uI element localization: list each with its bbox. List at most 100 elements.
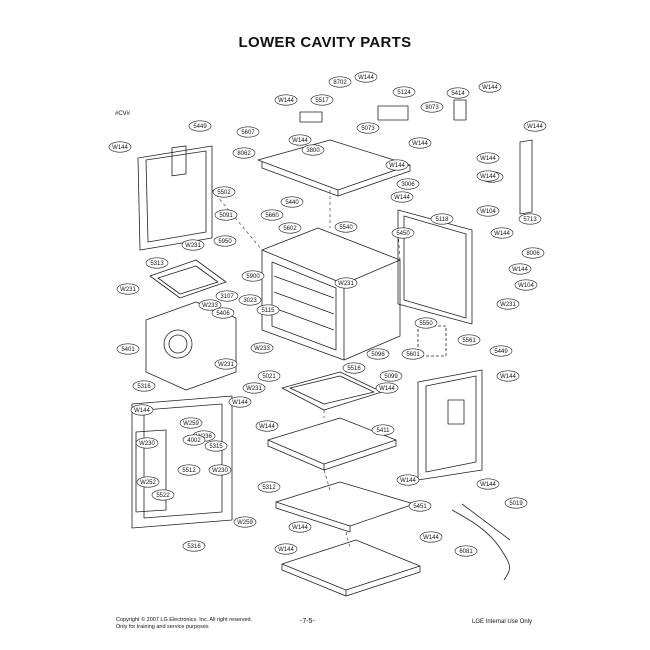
callout-bubble [496,298,520,310]
callout-5021: 5021 [257,370,281,382]
callout-w233: W233 [198,299,222,311]
callout-label: W230 [212,468,228,474]
callout-label: 5406 [216,311,230,317]
callout-w230: W230 [208,464,232,476]
callout-bubble [188,120,212,132]
front-frame [131,395,233,529]
callout-bubble [396,474,420,486]
callout-label: W104 [480,209,496,215]
callout-label: W144 [423,535,439,541]
callout-label: W144 [278,98,294,104]
callout-bubble [214,358,238,370]
callout-bubble [181,239,205,251]
callout-label: 5411 [377,428,391,434]
rear-panel [145,301,237,391]
callout-bubble [280,196,304,208]
callout-label: 5401 [121,347,135,353]
callout-bubble [420,101,444,113]
callout-w144: W144 [288,134,312,146]
callout-label: W144 [400,478,416,484]
callout-bubble [375,382,399,394]
callout-label: W233 [254,346,270,352]
callout-label: 5517 [315,98,329,104]
callout-5449: 5449 [188,120,212,132]
callout-w252: W252 [136,476,160,488]
callout-bubble [354,71,378,83]
callout-bubble [132,380,156,392]
callout-label: W144 [232,400,248,406]
callout-5713: 5713 [518,213,542,225]
callout-label: 5313 [150,261,164,267]
callout-5313: 5313 [145,257,169,269]
callout-bubble [521,247,545,259]
callout-label: W144 [389,163,405,169]
callout-label: 5450 [396,231,410,237]
callout-3800: 3800 [301,144,325,156]
callout-label: 5096 [371,352,385,358]
page-title: LOWER CAVITY PARTS [238,34,412,51]
callout-bubble [260,209,284,221]
callout-label: 5115 [262,308,276,314]
callout-bubble [310,94,334,106]
callout-bubble [356,122,380,134]
callout-bubble [457,334,481,346]
callout-8073: 8073 [420,101,444,113]
broil-element [149,259,227,299]
callout-label: 3800 [306,148,320,154]
callout-label: 3107 [220,294,234,300]
right-side-panel [397,209,473,325]
callout-w144: W144 [385,159,409,171]
callout-5315: 5315 [204,440,228,452]
callout-label: 3023 [243,298,257,304]
callout-3006: 3006 [396,178,420,190]
callout-bubble [232,147,256,159]
callout-5124: 5124 [392,86,416,98]
callout-w144: W144 [523,120,547,132]
callout-5414: 5414 [446,87,470,99]
callout-bubble [523,120,547,132]
callout-label: W231 [338,281,354,287]
base-plate [281,539,421,591]
callout-label: W231 [185,243,201,249]
callout-4002: 4002 [182,434,206,446]
callout-w230: W230 [135,437,159,449]
callout-label: 5540 [339,225,353,231]
callout-bubble [274,543,298,555]
right-door-liner [417,369,483,481]
callout-label: 5073 [361,126,375,132]
callout-bubble [236,126,260,138]
callout-6081: 6081 [454,545,478,557]
callout-5312: 5312 [257,481,281,493]
callout-5601: 5601 [401,348,425,360]
callout-label: 5522 [156,493,170,499]
callout-bubble [476,478,500,490]
callout-bubble [518,213,542,225]
callout-5440: 5440 [280,196,304,208]
callout-bubble [301,144,325,156]
callout-bubble [215,290,239,302]
callout-label: 5900 [246,274,260,280]
callout-label: W230 [139,441,155,447]
callout-bubble [478,81,502,93]
callout-5522: 5522 [151,489,175,501]
callout-label: W144 [278,547,294,553]
callout-bubble [135,437,159,449]
callout-label: W144 [480,156,496,162]
callout-label: 5449 [193,124,207,130]
callout-label: 5019 [509,501,523,507]
callout-bubble [430,213,454,225]
callout-5561: 5561 [457,334,481,346]
callout-bubble [274,94,298,106]
callout-5019: 5019 [504,497,528,509]
callout-w231: W231 [181,239,205,251]
main-cavity [261,227,401,285]
callout-label: 5502 [217,190,231,196]
callout-label: W231 [246,386,262,392]
callout-5517: 5517 [310,94,334,106]
callout-label: W144 [500,374,516,380]
callout-w144: W144 [496,370,520,382]
callout-label: W144 [358,75,374,81]
callout-w104: W104 [476,205,500,217]
callout-w144: W144 [274,543,298,555]
